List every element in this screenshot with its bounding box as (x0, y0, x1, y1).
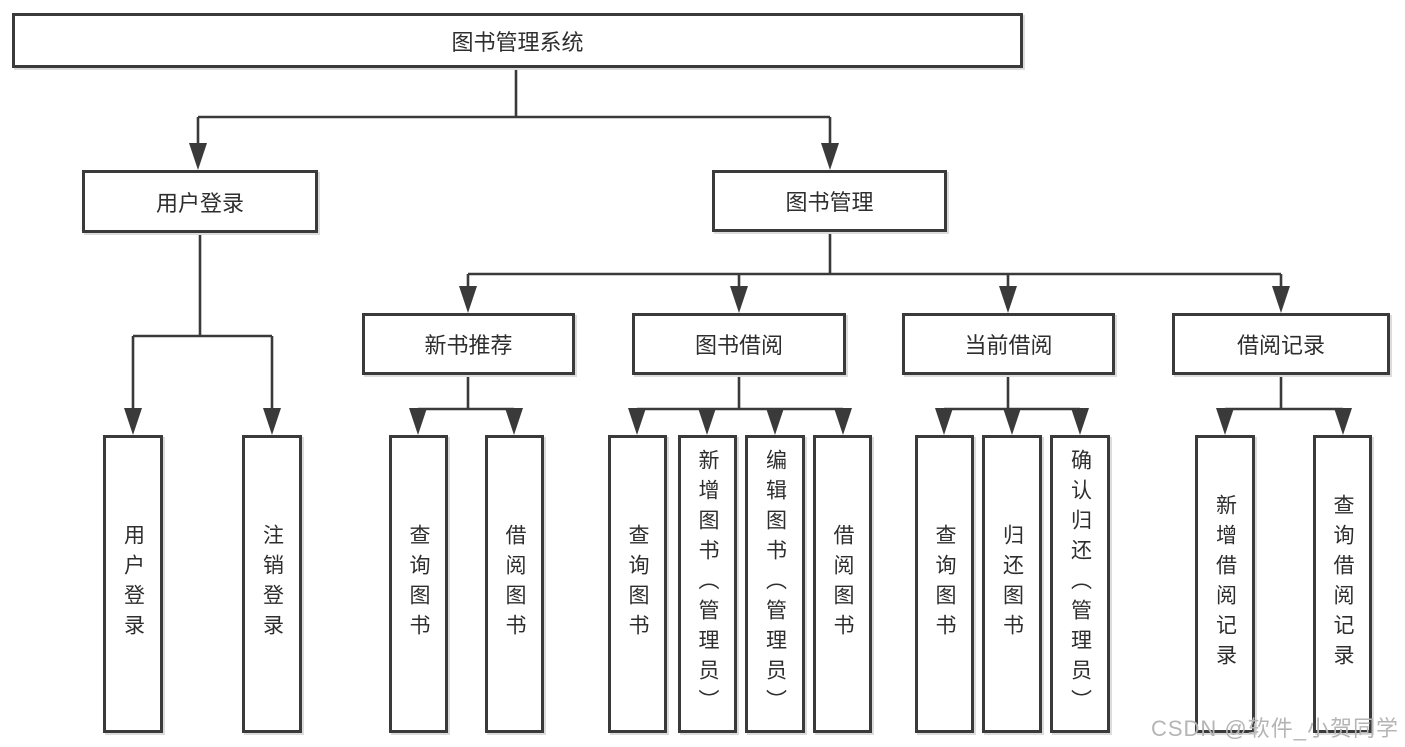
leaf-label: 用户登录 (121, 524, 145, 644)
leaf-query-borrow-record: 查询借阅记录 (1313, 435, 1372, 733)
node-new-book-recommend: 新书推荐 (362, 313, 575, 375)
leaf-query-books-3: 查询图书 (915, 435, 974, 733)
leaf-label: 查询图书 (407, 524, 430, 644)
leaf-label: 查询图书 (626, 524, 649, 644)
node-root: 图书管理系统 (12, 13, 1023, 68)
leaf-label: 查询图书 (933, 524, 956, 644)
leaf-logout: 注销登录 (242, 435, 302, 733)
node-current-borrow: 当前借阅 (902, 313, 1115, 375)
leaf-label: 注销登录 (260, 524, 284, 644)
leaf-query-books-2: 查询图书 (608, 435, 667, 733)
edge-current-borrow-to-leaves (935, 375, 1089, 435)
edge-root-to-level2 (189, 68, 839, 170)
leaf-label: 归还图书 (1000, 524, 1024, 644)
leaf-add-book-admin: 新增图书（管理员） (678, 435, 737, 733)
leaf-query-books-1: 查询图书 (389, 435, 448, 733)
node-book-management: 图书管理 (712, 170, 947, 232)
edge-borrow-record-to-leaves (1216, 375, 1352, 435)
csdn-watermark: CSDN @软件_小贺同学 (1150, 716, 1399, 741)
leaf-edit-book-admin: 编辑图书（管理员） (745, 435, 805, 733)
edge-book-management-to-level3 (459, 232, 1290, 313)
edge-book-borrow-to-leaves (628, 375, 852, 435)
leaf-user-login: 用户登录 (103, 435, 163, 733)
leaf-confirm-return-admin: 确认归还（管理员） (1050, 435, 1110, 733)
leaf-label: 查询借阅记录 (1331, 494, 1354, 674)
leaf-label: 确认归还（管理员） (1068, 449, 1092, 719)
leaf-return-books: 归还图书 (982, 435, 1042, 733)
leaf-add-borrow-record: 新增借阅记录 (1195, 435, 1255, 733)
leaf-borrow-books-2: 借阅图书 (813, 435, 872, 733)
edge-user-login-to-leaves (124, 233, 281, 435)
node-borrow-records: 借阅记录 (1172, 313, 1390, 375)
leaf-label: 借阅图书 (831, 524, 854, 644)
leaf-label: 编辑图书（管理员） (763, 449, 787, 719)
node-user-login: 用户登录 (82, 170, 318, 233)
leaf-label: 新增图书（管理员） (696, 449, 719, 719)
leaf-label: 借阅图书 (503, 524, 526, 644)
node-book-borrow: 图书借阅 (632, 313, 846, 375)
edge-new-book-to-leaves (409, 375, 523, 435)
leaf-borrow-books-1: 借阅图书 (485, 435, 544, 733)
leaf-label: 新增借阅记录 (1213, 494, 1237, 674)
